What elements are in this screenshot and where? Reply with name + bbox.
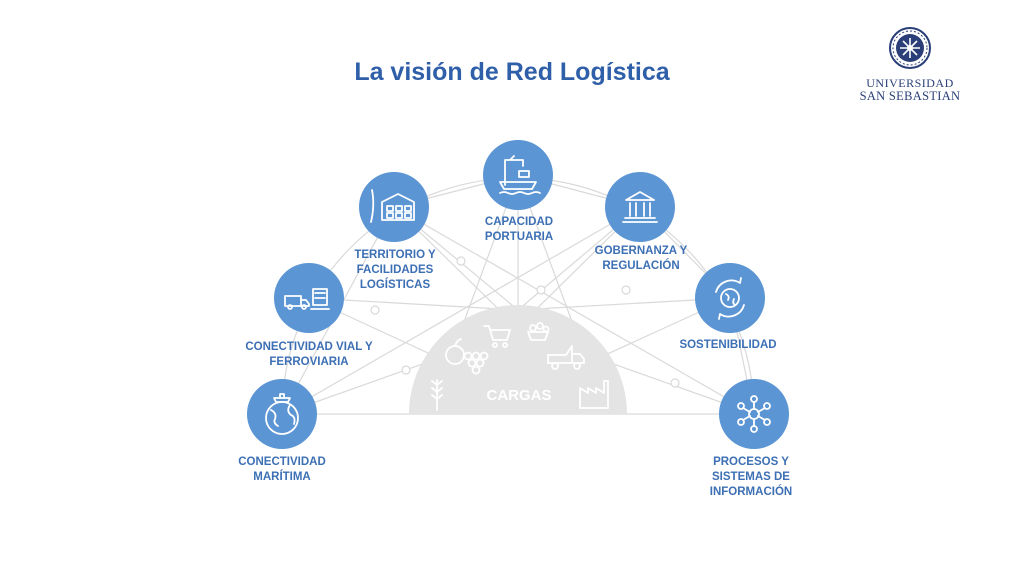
- node-territorio: [359, 172, 429, 242]
- globe-ship-icon: [265, 393, 299, 435]
- node-sostenibilidad: [695, 263, 765, 333]
- node-gobernanza: [605, 172, 675, 242]
- cargo-label: CARGAS: [486, 387, 551, 404]
- label-territorio: TERRITORIO Y FACILIDADES LOGÍSTICAS: [354, 249, 436, 291]
- node-portuaria: [483, 140, 553, 210]
- cargo-dome: [409, 305, 627, 414]
- grapes-icon: [463, 351, 489, 375]
- logo-line-2: SAN SEBASTIAN: [859, 89, 961, 103]
- recycle-globe-icon: [715, 277, 745, 320]
- coal-cart-icon: [527, 322, 550, 341]
- factory-icon: [579, 380, 609, 409]
- node-circles: [247, 140, 789, 449]
- label-procesos: PROCESOS Y SISTEMAS DE INFORMACIÓN: [709, 456, 793, 498]
- cart-icon: [483, 325, 511, 348]
- cargo-icons: [431, 322, 609, 411]
- truck-train-icon: [284, 288, 330, 310]
- node-procesos: [719, 379, 789, 449]
- label-vial: CONECTIVIDAD VIAL Y FERROVIARIA: [245, 341, 373, 368]
- warehouse-map-icon: [370, 189, 415, 223]
- node-maritima: [247, 379, 317, 449]
- page-title: La visión de Red Logística: [354, 58, 670, 86]
- junction-dots: [370, 256, 680, 388]
- government-building-icon: [622, 191, 658, 223]
- wheat-icon: [431, 379, 443, 411]
- label-sostenibilidad: SOSTENIBILIDAD: [679, 339, 777, 351]
- node-vial: [274, 263, 344, 333]
- label-gobernanza: GOBERNANZA Y REGULACIÓN: [594, 245, 688, 272]
- university-seal-icon: [889, 27, 931, 69]
- label-maritima: CONECTIVIDAD MARÍTIMA: [238, 456, 326, 483]
- dump-truck-icon: [547, 345, 585, 370]
- logo-line-1: UNIVERSIDAD: [866, 76, 954, 90]
- port-crane-icon: [499, 155, 541, 195]
- network-nodes-icon: [737, 395, 771, 433]
- label-portuaria: CAPACIDAD PORTUARIA: [484, 216, 554, 243]
- university-logo: UNIVERSIDAD SAN SEBASTIAN: [850, 26, 970, 106]
